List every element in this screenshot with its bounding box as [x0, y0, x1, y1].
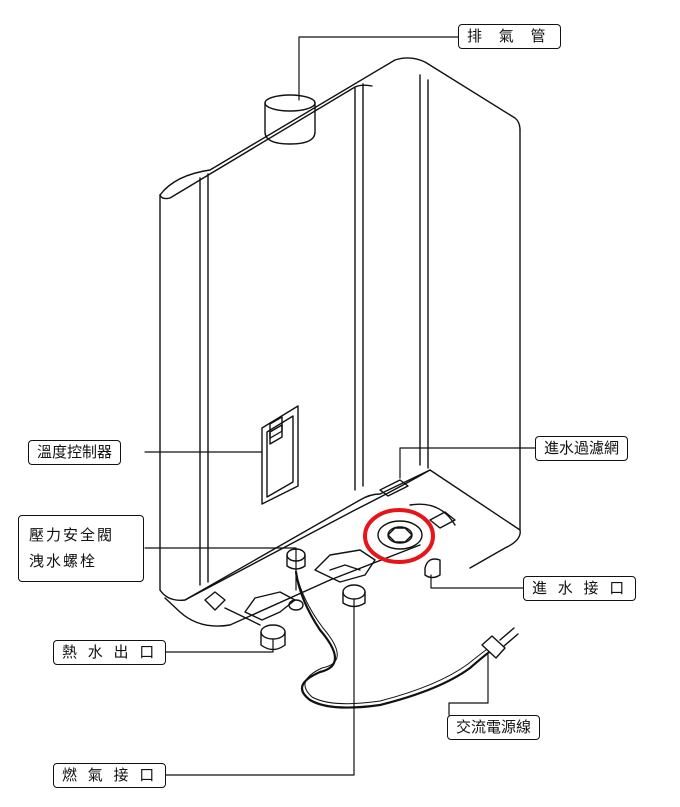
gas-fitting: [314, 549, 376, 608]
heater-body: [159, 57, 521, 627]
controller-panel: [261, 405, 299, 505]
inlet-filter-label: 進水過濾網: [535, 436, 629, 461]
hot-water-outlet-label: 熱 水 出 口: [53, 640, 167, 665]
leader-lines: [144, 36, 536, 776]
pressure-valve-label: 壓力安全閥 洩水螺栓: [18, 515, 144, 582]
power-cord-label: 交流電源線: [447, 715, 541, 740]
pressure-valve-label-line1: 壓力安全閥: [29, 526, 115, 544]
pressure-valve-label-line2: 洩水螺栓: [29, 552, 98, 571]
hot-water-fitting: [204, 591, 304, 651]
water-inlet-fitting: [377, 479, 456, 579]
temperature-controller-label: 溫度控制器: [28, 440, 122, 465]
filter-highlight-ring: [363, 508, 435, 564]
gas-inlet-label: 燃 氣 接 口: [53, 763, 167, 788]
power-cord-drawing: [294, 570, 519, 709]
water-inlet-label: 進 水 接 口: [523, 576, 637, 601]
exhaust-pipe-label: 排 氣 管: [458, 24, 561, 49]
